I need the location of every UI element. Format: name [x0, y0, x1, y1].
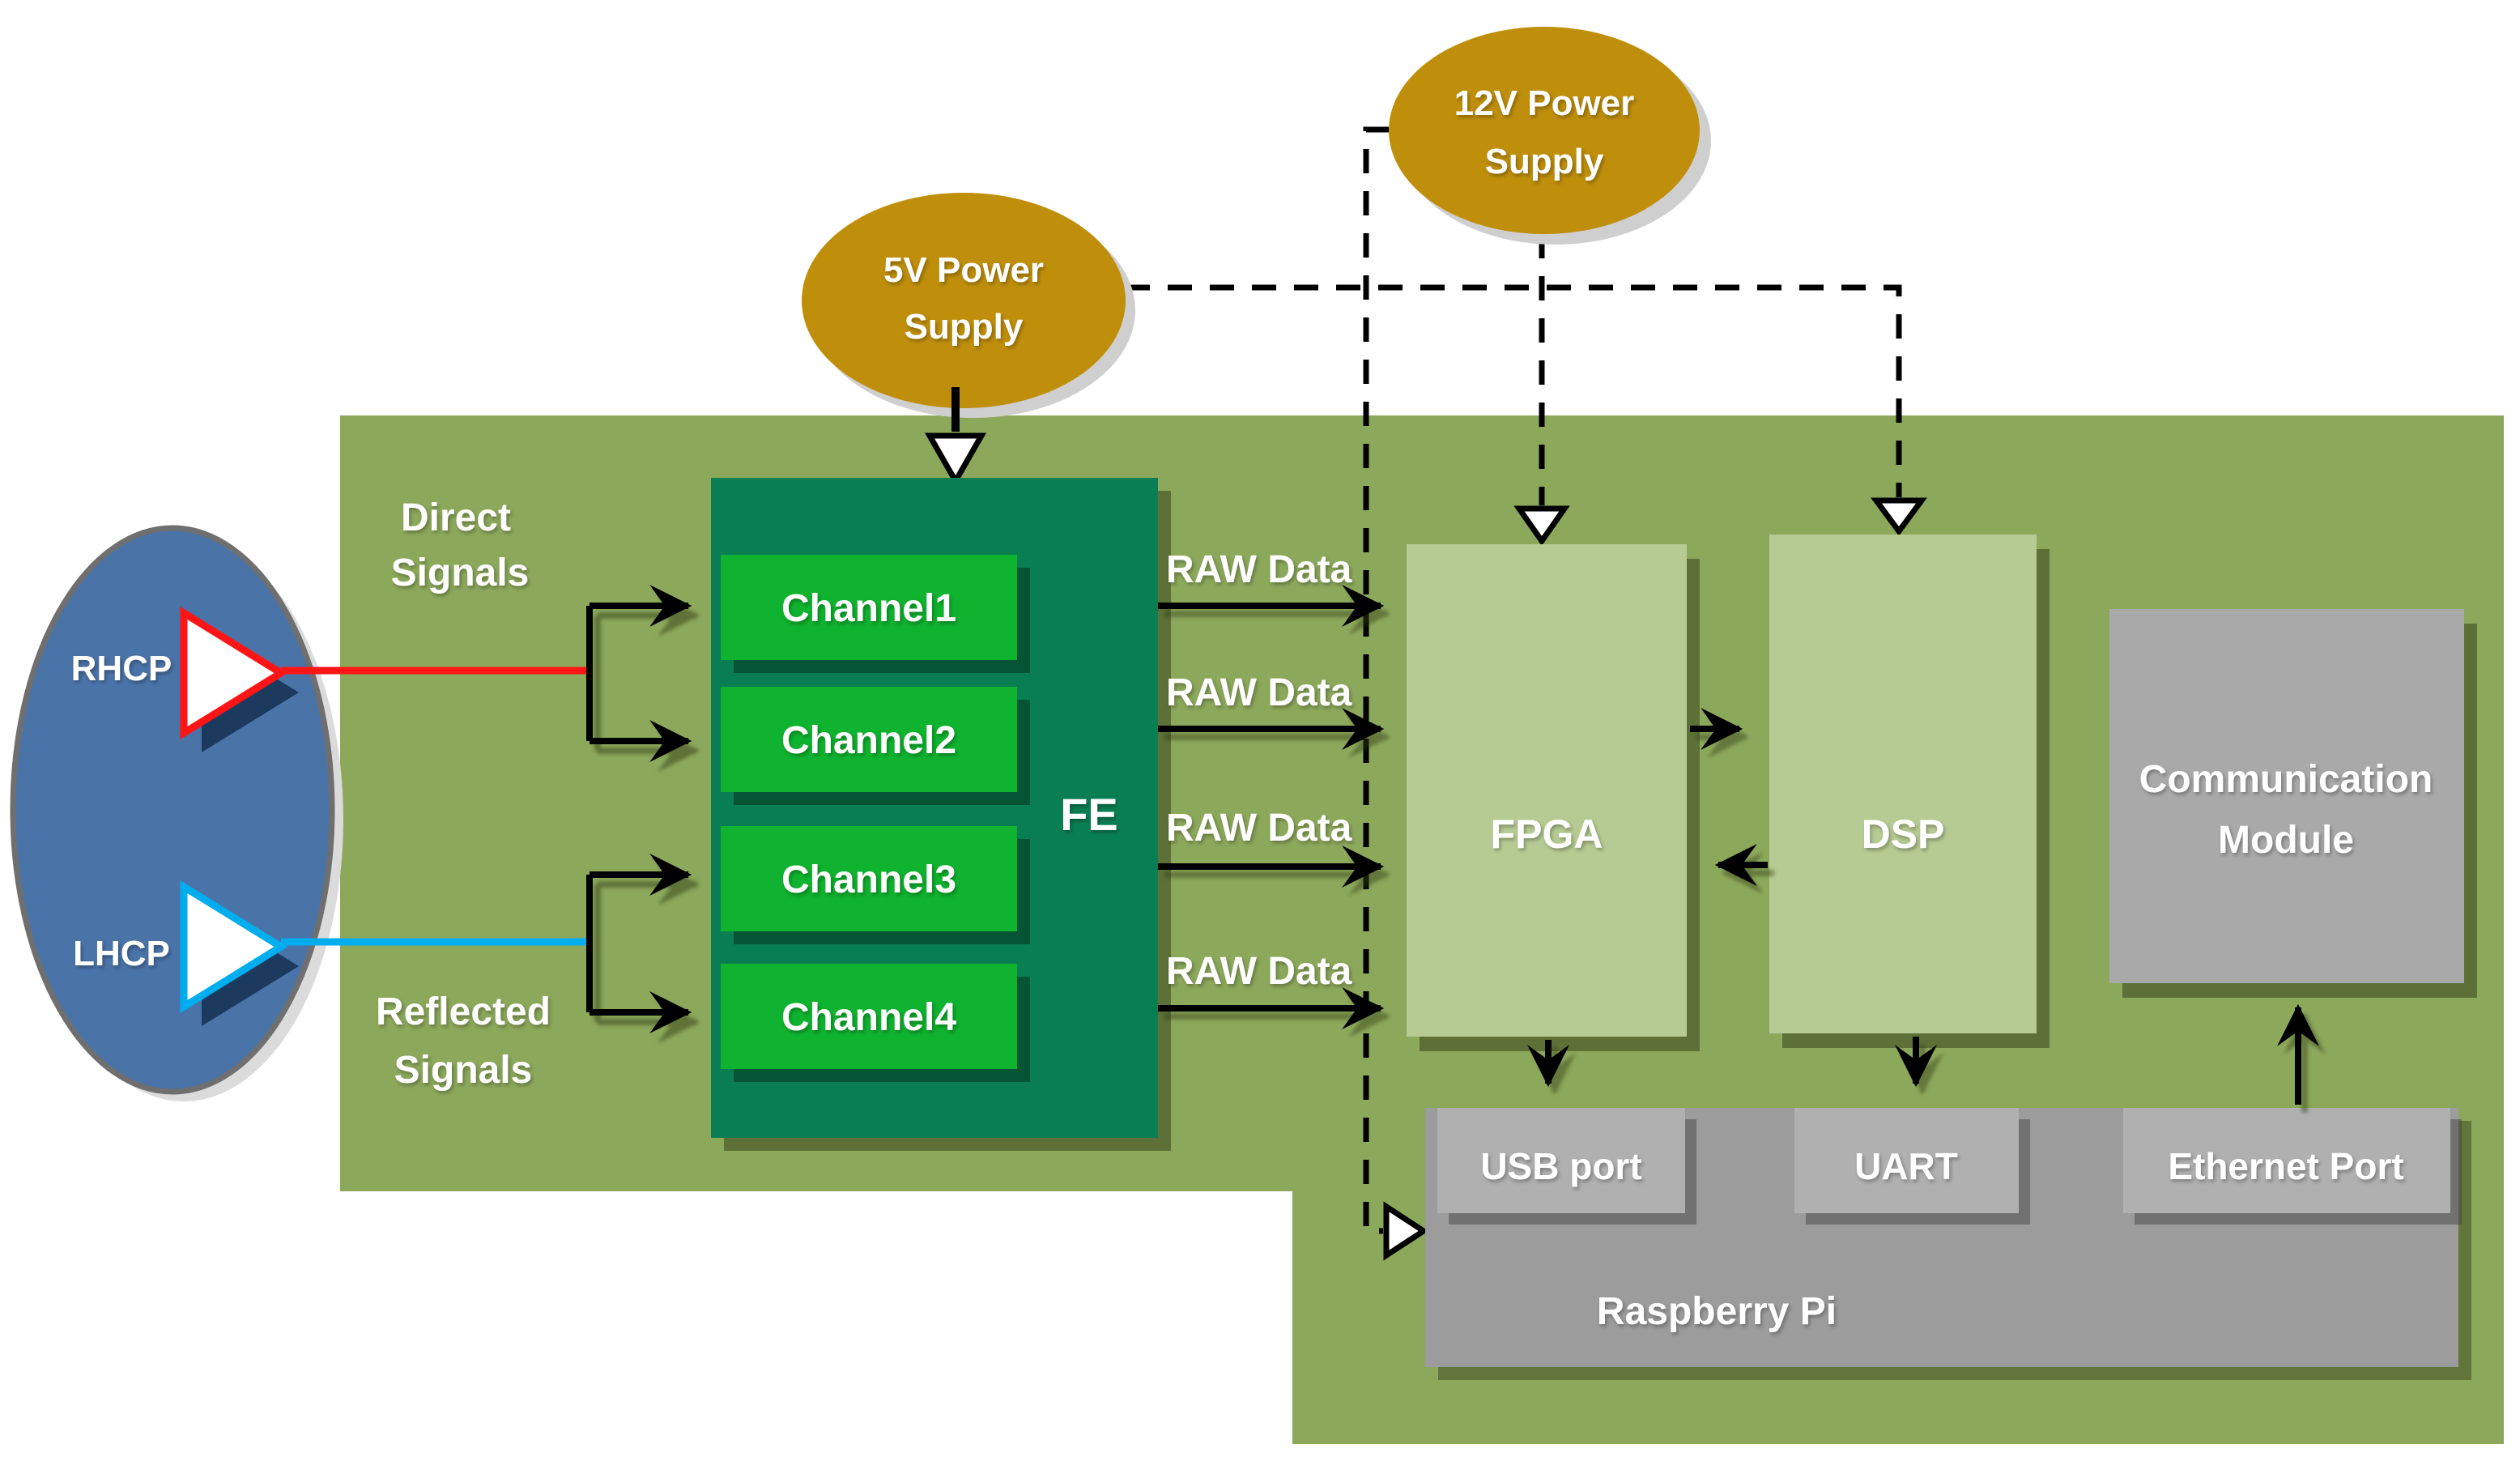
- supply-12v-label-line2: Supply: [1484, 142, 1604, 181]
- lhcp-label: LHCP: [73, 934, 170, 973]
- signal-splitters: [586, 585, 692, 1033]
- usb-port-label: USB port: [1480, 1145, 1642, 1187]
- comm-module-label-line2: Module: [2218, 819, 2354, 862]
- reflected-signals-label-line1: Reflected: [375, 990, 551, 1033]
- ethernet-port-block: [2123, 1108, 2450, 1213]
- raw-data-label-3: RAW Data: [1166, 807, 1352, 850]
- power-line-5v-to-dsp: [1126, 284, 1902, 497]
- direct-signals-label-line2: Signals: [390, 552, 530, 594]
- channel4-label: Channel4: [781, 996, 957, 1039]
- supply-5v-label-line1: 5V Power: [883, 250, 1045, 290]
- supply-5v-label-line2: Supply: [904, 307, 1024, 347]
- dsp-label: DSP: [1861, 811, 1945, 857]
- ethernet-port-label: Ethernet Port: [2168, 1145, 2404, 1187]
- channel1-label: Channel1: [781, 587, 957, 630]
- supply-12v-oval: [1389, 27, 1700, 234]
- raw-data-label-1: RAW Data: [1166, 548, 1352, 591]
- uart-block: [1794, 1108, 2019, 1213]
- power-lines-5v: [1126, 284, 1902, 497]
- channel4-block: [721, 964, 1017, 1069]
- raw-data-label-4: RAW Data: [1166, 950, 1352, 993]
- open-arrow-into-pi: [1383, 1201, 1429, 1261]
- power-line-12v-to-pi: [1363, 126, 1389, 1234]
- uart-label: UART: [1854, 1145, 1958, 1187]
- dsp-block: [1769, 535, 2037, 1033]
- rhcp-label: RHCP: [70, 649, 172, 688]
- usb-port-block: [1437, 1108, 1685, 1213]
- raspberry-pi-label: Raspberry Pi: [1596, 1290, 1837, 1333]
- channel3-label: Channel3: [781, 858, 957, 901]
- data-connectors: [1158, 585, 2319, 1105]
- channel1-block: [721, 555, 1017, 660]
- supply-12v-label-line1: 12V Power: [1454, 83, 1635, 123]
- channel3-block: [721, 826, 1017, 931]
- reflected-signals-label-line2: Signals: [394, 1049, 533, 1092]
- channel2-label: Channel2: [781, 719, 957, 762]
- open-arrow-into-dsp: [1871, 497, 1927, 536]
- fpga-label: FPGA: [1490, 811, 1603, 857]
- fe-label: FE: [1060, 789, 1118, 840]
- direct-signals-label-line1: Direct: [400, 496, 512, 539]
- rhcp-antenna-triangle: [180, 606, 288, 740]
- lhcp-antenna-triangle: [180, 880, 288, 1014]
- open-arrow-into-fe: [924, 432, 987, 488]
- power-lines-12v: [1363, 126, 1545, 1234]
- antenna-ellipse: [10, 525, 335, 1095]
- channel-blocks: [721, 555, 1030, 1082]
- comm-module-label-line1: Communication: [2139, 758, 2433, 801]
- open-arrow-into-fpga: [1513, 505, 1570, 547]
- raw-data-label-2: RAW Data: [1166, 671, 1352, 714]
- fpga-block: [1407, 544, 1687, 1037]
- channel2-block: [721, 687, 1017, 792]
- supply-5v-oval: [802, 193, 1126, 408]
- communication-module-block: [2109, 609, 2464, 983]
